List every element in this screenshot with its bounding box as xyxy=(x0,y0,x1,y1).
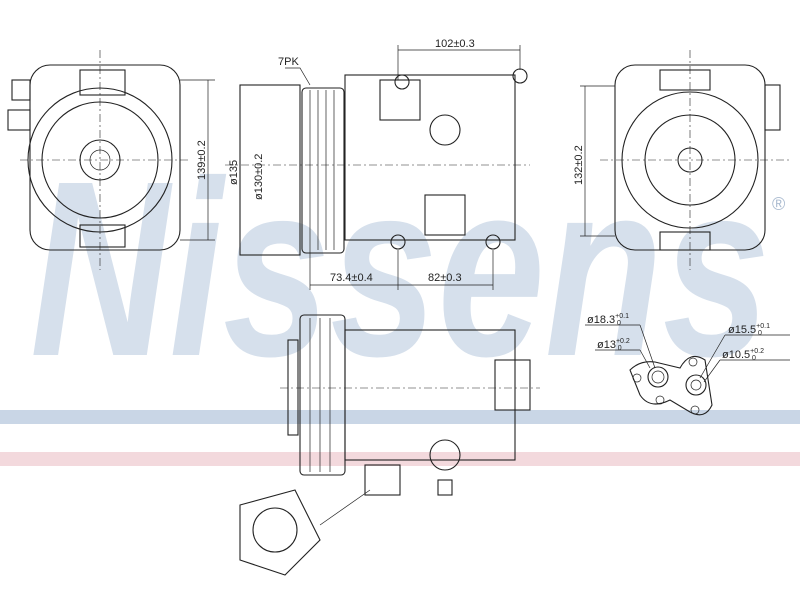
watermark-text: Nissens xyxy=(30,129,770,408)
pulley-outer-dia-label: ø135 xyxy=(228,160,240,185)
rear-height-label: 132±0.2 xyxy=(573,145,585,185)
rear-view: 132±0.2 xyxy=(573,50,790,270)
front-height-label: 139±0.2 xyxy=(196,140,208,180)
watermark-band-blue xyxy=(0,410,800,424)
pulley-to-mount-label: 73.4±0.4 xyxy=(330,272,373,284)
side-view: 7PK 102±0.3 ø135 ø130±0.2 73.4±0.4 82±0.… xyxy=(225,38,530,290)
registered-mark: ® xyxy=(772,194,785,214)
mount-spacing-label: 82±0.3 xyxy=(428,272,462,284)
nissens-watermark: Nissens ® xyxy=(0,129,800,466)
belt-label: 7PK xyxy=(278,56,299,68)
bottom-view xyxy=(239,314,540,576)
top-bolt-spacing-label: 102±0.3 xyxy=(435,38,475,50)
pulley-inner-dia-label: ø130±0.2 xyxy=(253,154,265,200)
watermark-band-red xyxy=(0,452,800,466)
front-view: 139±0.2 xyxy=(7,50,215,270)
